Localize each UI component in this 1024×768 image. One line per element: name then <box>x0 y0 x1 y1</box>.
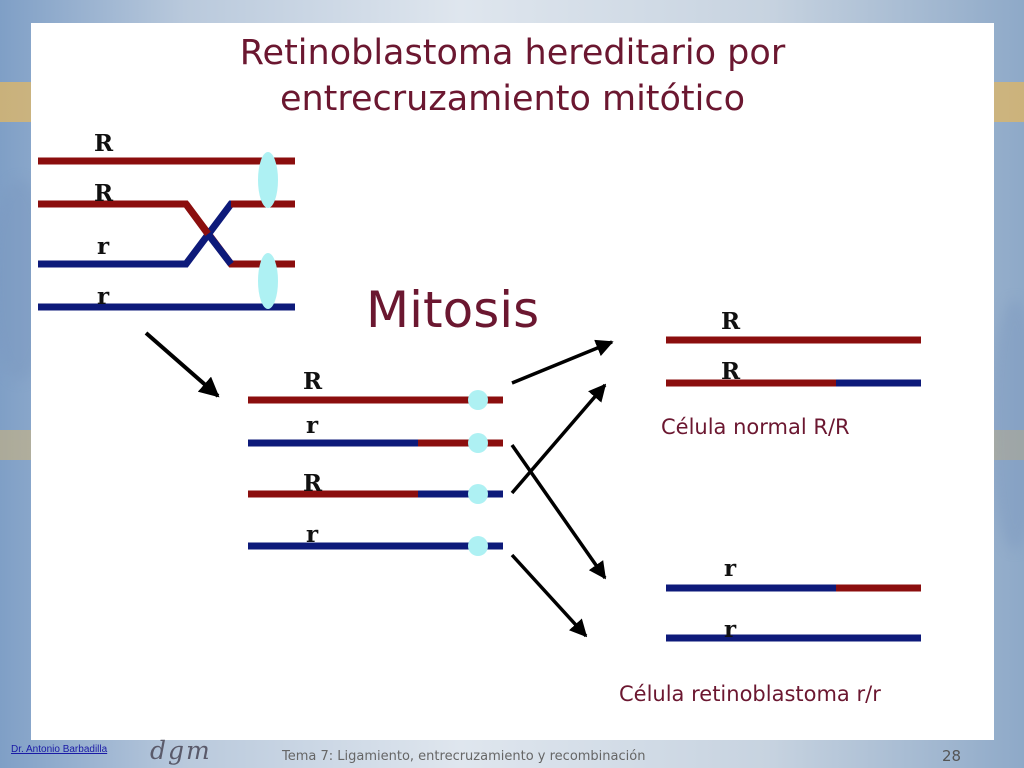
dgm-logo: dgm <box>150 736 212 765</box>
caption-normal-cell: Célula normal R/R <box>661 415 850 439</box>
arrow-to-recombinant <box>144 331 220 398</box>
recombinant-chromatids <box>248 390 503 556</box>
mitosis-label: Mitosis <box>366 281 540 339</box>
title-line-1: Retinoblastoma hereditario por <box>239 33 786 73</box>
author-link[interactable]: Dr. Antonio Barbadilla <box>11 744 108 755</box>
arrow-segregation <box>510 443 607 580</box>
caption-tumor-cell: Célula retinoblastoma r/r <box>619 682 881 706</box>
centromere <box>258 253 278 309</box>
slide-title: Retinoblastoma hereditario por entrecruz… <box>31 30 994 122</box>
allele-label: R <box>721 308 741 335</box>
allele-label: R <box>303 368 323 395</box>
allele-label: R <box>303 470 323 497</box>
background-blot <box>990 300 1024 550</box>
title-line-2: entrecruzamiento mitótico <box>279 79 746 119</box>
allele-label: R <box>721 358 741 385</box>
allele-label: R <box>94 180 114 207</box>
allele-label: r <box>97 283 110 310</box>
arrow-segregation <box>510 383 607 495</box>
chromatid-R2-crossing <box>38 200 295 268</box>
centromere <box>468 484 488 504</box>
centromere <box>468 390 488 410</box>
parental-chromosomes <box>38 152 295 311</box>
chromatid-r1-crossing <box>38 200 295 268</box>
arrow-segregation <box>510 553 588 638</box>
allele-label: R <box>94 130 114 157</box>
daughter-cell-normal <box>666 336 921 387</box>
allele-label: r <box>306 521 319 548</box>
centromere <box>468 536 488 556</box>
centromere <box>258 152 278 208</box>
centromere <box>468 433 488 453</box>
allele-label: r <box>97 233 110 260</box>
allele-label: r <box>724 616 737 643</box>
allele-label: r <box>306 412 319 439</box>
daughter-cell-tumor <box>666 584 921 642</box>
allele-label: r <box>724 555 737 582</box>
page-number: 28 <box>942 747 962 765</box>
footer-topic: Tema 7: Ligamiento, entrecruzamiento y r… <box>282 749 646 764</box>
arrow-segregation <box>511 339 614 385</box>
